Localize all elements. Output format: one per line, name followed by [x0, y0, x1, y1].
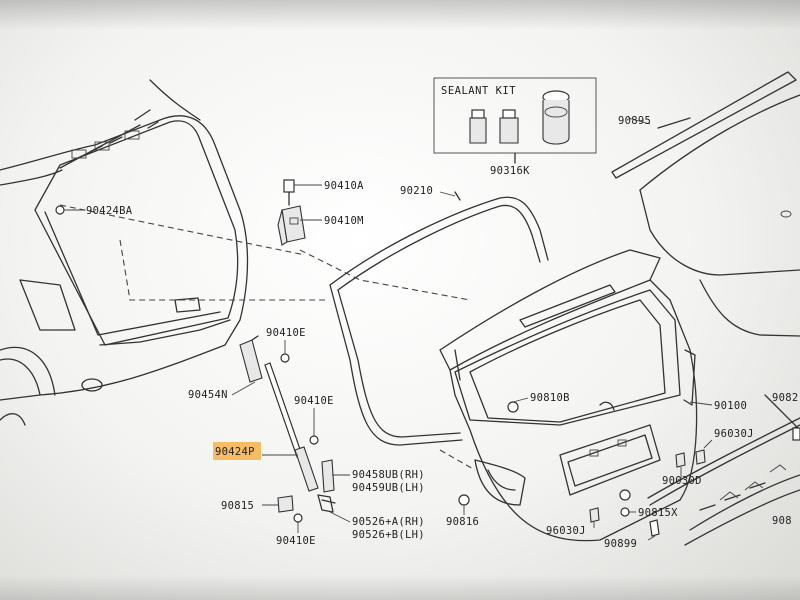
vehicle-outline	[0, 79, 249, 426]
label-90526A: 90526+A(RH)	[352, 516, 425, 528]
label-908: 908	[772, 515, 792, 527]
label-leaders	[64, 117, 713, 541]
label-90895: 90895	[618, 115, 651, 127]
label-96030J-bottom: 96030J	[546, 525, 586, 537]
label-90815X: 90815X	[638, 507, 678, 519]
weatherstrip	[329, 191, 549, 446]
sealant-kit-title: SEALANT KIT	[441, 85, 516, 97]
label-90410M: 90410M	[324, 215, 364, 227]
label-90410E-mid: 90410E	[294, 395, 334, 407]
sealant-kit: SEALANT KIT 90316K	[433, 77, 597, 177]
label-90815: 90815	[221, 500, 254, 512]
label-9082: 9082	[772, 392, 799, 404]
label-90458UB: 90458UB(RH)	[352, 469, 425, 481]
label-90100: 90100	[714, 400, 747, 412]
label-90810B: 90810B	[530, 392, 570, 404]
label-90316K: 90316K	[490, 165, 530, 177]
label-90210: 90210	[400, 185, 433, 197]
label-90816: 90816	[446, 516, 479, 528]
label-90526B: 90526+B(LH)	[352, 529, 425, 541]
hardware-parts	[55, 179, 800, 537]
back-door	[439, 249, 698, 542]
label-90424BA: 90424BA	[86, 205, 133, 217]
trim-strips	[647, 394, 800, 546]
label-90410E-top: 90410E	[266, 327, 306, 339]
label-90459UB: 90459UB(LH)	[352, 482, 425, 494]
label-90424P: 90424P	[215, 446, 255, 458]
part-labels: 90895 90210 90410A 90410M 90424BA 90410E…	[86, 115, 799, 550]
dashed-leaders	[59, 204, 476, 471]
label-90899: 90899	[604, 538, 637, 550]
label-90410A: 90410A	[324, 180, 364, 192]
rear-glass	[611, 71, 800, 337]
label-96030J-right: 96030J	[714, 428, 754, 440]
label-90454N: 90454N	[188, 389, 228, 401]
label-90410E-bot: 90410E	[276, 535, 316, 547]
label-90030D: 90030D	[662, 475, 702, 487]
highlight-90424P	[213, 442, 261, 460]
